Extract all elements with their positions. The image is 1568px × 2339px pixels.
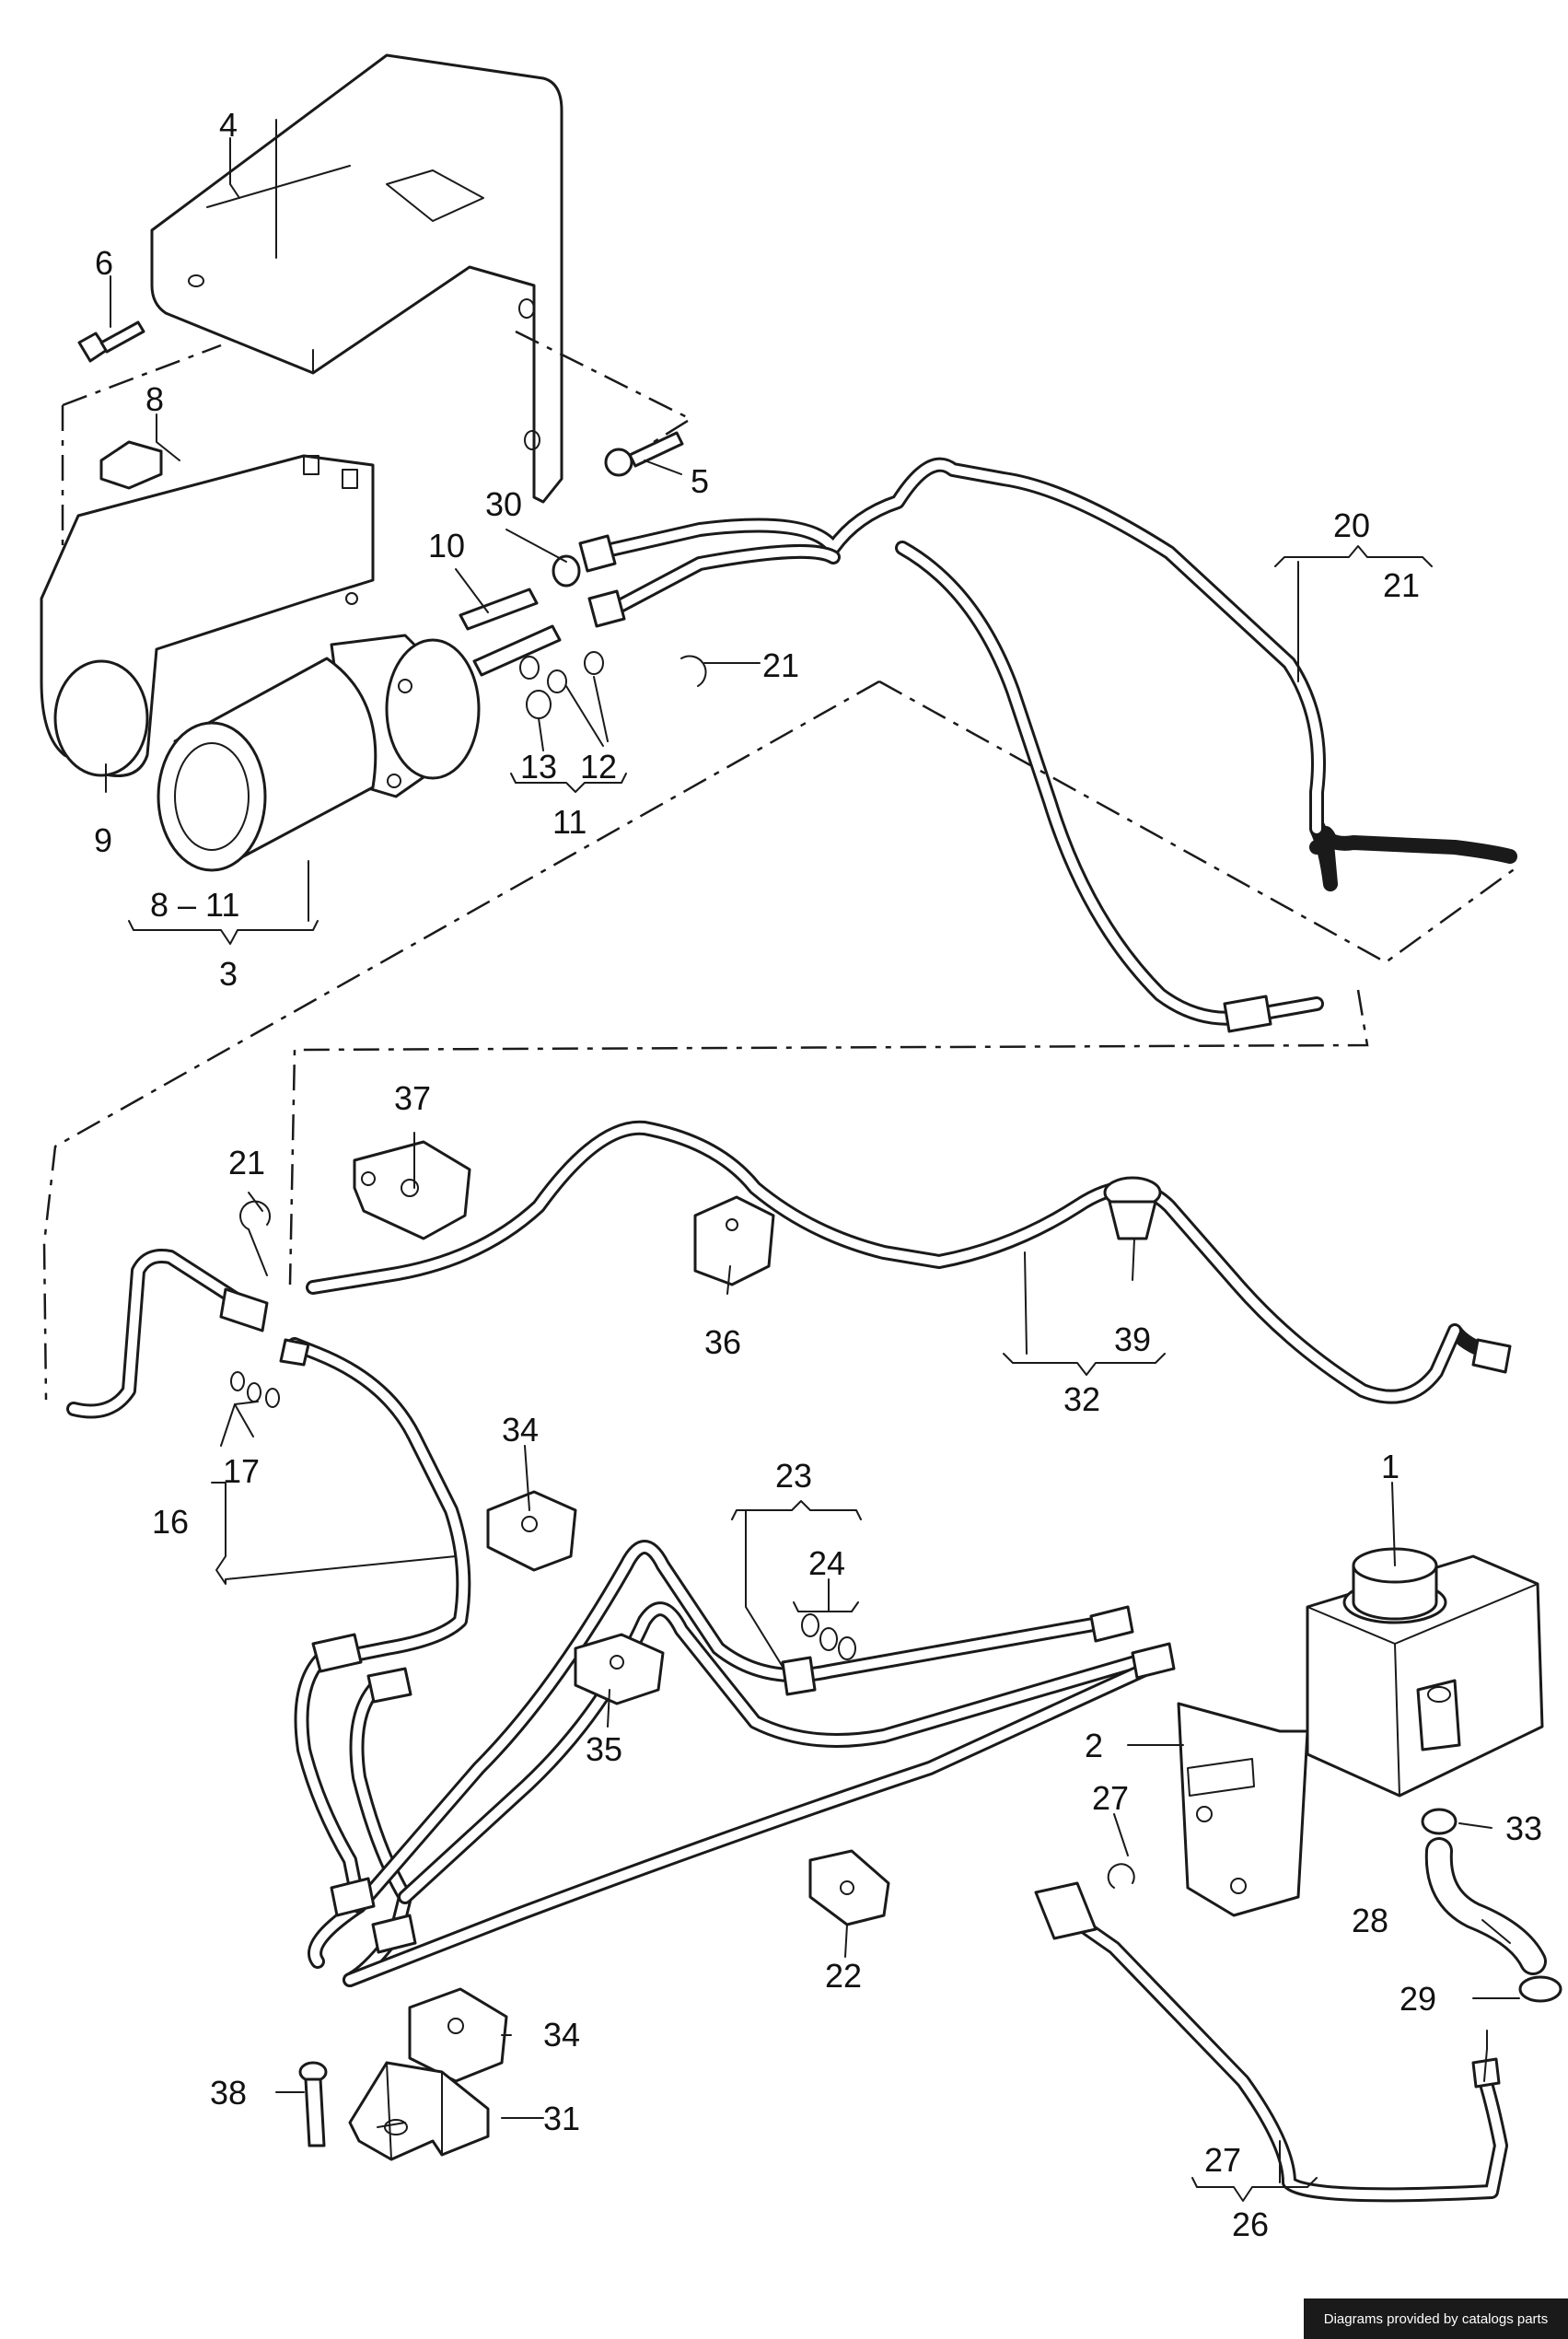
clip-34-bottom-part [408, 1987, 508, 2083]
hose-26-27 [1034, 1863, 1508, 2203]
callout-21-left: 21 [228, 1144, 265, 1181]
hose-bundle-23 [294, 1540, 1176, 1987]
callout-1: 1 [1381, 1448, 1400, 1485]
reference-lines-top [42, 330, 1520, 1401]
hose-16 [66, 1200, 471, 1665]
clip-36-part [693, 1195, 775, 1286]
callout-leaders [105, 137, 1520, 2202]
clip-35-part [574, 1633, 665, 1705]
clip-37-part [353, 1140, 471, 1240]
bolt-6-part [77, 320, 145, 363]
callout-24: 24 [808, 1544, 845, 1582]
grommet-39-part [1103, 1176, 1162, 1240]
callout-10: 10 [428, 527, 465, 564]
clip-30-part [552, 554, 581, 588]
screw-5-part [604, 431, 684, 477]
hose-28-part [1424, 1837, 1547, 1975]
callout-28: 28 [1352, 1902, 1388, 1939]
callout-34-top: 34 [502, 1411, 539, 1449]
pump-motor-part [157, 634, 481, 872]
callout-27-bottom: 27 [1204, 2141, 1241, 2179]
callout-9: 9 [94, 821, 112, 859]
callout-22: 22 [825, 1957, 862, 1995]
callout-21-right: 21 [1383, 566, 1420, 604]
callout-5: 5 [691, 462, 709, 500]
callout-8: 8 [145, 380, 164, 418]
callout-2: 2 [1085, 1727, 1103, 1764]
callout-3: 3 [219, 955, 238, 993]
fittings-10-13 [459, 588, 604, 719]
bracket-31-part [348, 2061, 490, 2161]
callout-20: 20 [1333, 506, 1370, 544]
callout-37: 37 [394, 1079, 431, 1117]
callout-31: 31 [543, 2100, 580, 2137]
cover-plate-part [150, 53, 563, 504]
bracket-2-part [1177, 1702, 1309, 1917]
callout-13: 13 [520, 748, 557, 785]
callout-35: 35 [586, 1730, 622, 1768]
credit-banner: Diagrams provided by catalogs parts [1304, 2298, 1568, 2339]
callout-21-top: 21 [762, 646, 799, 684]
callout-29: 29 [1400, 1980, 1436, 2018]
callout-6: 6 [95, 244, 113, 282]
callout-32: 32 [1063, 1380, 1100, 1418]
callout-33: 33 [1505, 1810, 1542, 1847]
callout-36: 36 [704, 1323, 741, 1361]
callout-23: 23 [775, 1457, 812, 1495]
clamp-33-part [1421, 1808, 1458, 1835]
callout-12: 12 [580, 748, 617, 785]
clip-22-part [808, 1849, 890, 1926]
circlip-21-top [680, 655, 707, 687]
clip-34-top-part [486, 1490, 577, 1572]
callout-34-bottom: 34 [543, 2016, 580, 2054]
callout-11: 11 [552, 803, 587, 841]
bolt-38-part [298, 2061, 328, 2147]
callout-30: 30 [485, 485, 522, 523]
hose-20-21 [578, 457, 1517, 1033]
callout-17: 17 [223, 1452, 260, 1490]
callout-26: 26 [1232, 2205, 1269, 2243]
callout-16: 16 [152, 1503, 189, 1541]
callout-4: 4 [219, 106, 238, 144]
callout-labels: 4 6 8 5 30 10 21 13 12 11 9 8 – 11 3 20 … [94, 106, 1542, 2243]
clamp-29-part [1518, 1975, 1562, 2003]
callout-27-mid: 27 [1092, 1779, 1129, 1817]
bracket-8-part [40, 440, 375, 777]
callout-38: 38 [210, 2074, 247, 2112]
reservoir-part [1306, 1547, 1544, 1798]
hose-32 [306, 1120, 1512, 1404]
callout-8-11: 8 – 11 [150, 886, 239, 924]
callout-39: 39 [1114, 1321, 1151, 1358]
